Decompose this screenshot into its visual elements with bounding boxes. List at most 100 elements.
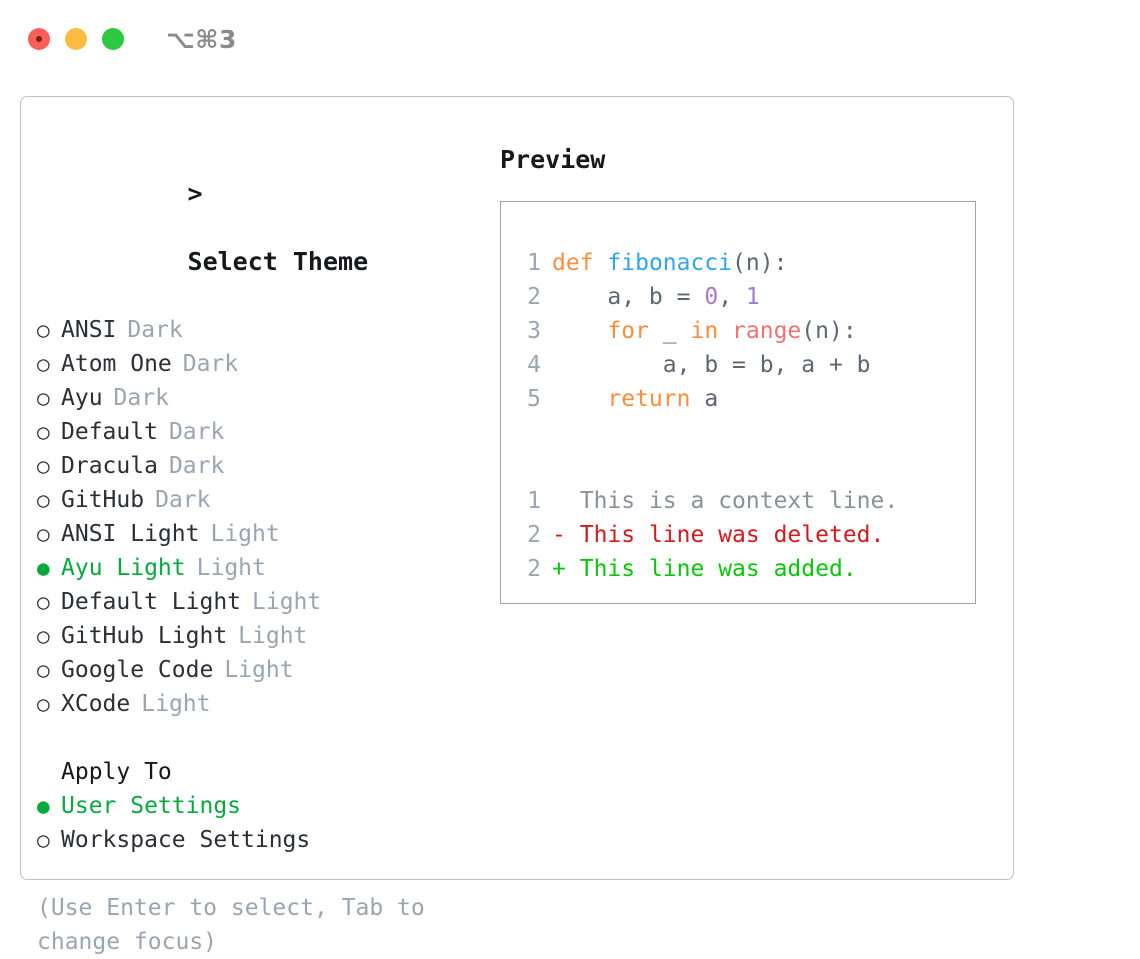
code-line: 5 return a <box>515 382 975 416</box>
radio-unselected-icon: ○ <box>37 318 50 342</box>
radio-unselected-icon: ○ <box>37 658 50 682</box>
theme-option-label: Ayu <box>61 385 103 411</box>
apply-to-option-label: User Settings <box>61 793 242 819</box>
keyboard-shortcut-label: ⌥⌘3 <box>166 24 237 54</box>
maximize-window-button[interactable] <box>102 28 124 50</box>
apply-to-option-workspace-settings[interactable]: ○ Workspace Settings <box>37 823 477 857</box>
line-number: 4 <box>527 352 541 378</box>
radio-unselected-icon: ○ <box>37 828 50 852</box>
theme-option-label: ANSI <box>61 317 117 343</box>
preview-title: Preview <box>500 145 606 174</box>
diff-line: 1 This is a context line. <box>515 484 975 518</box>
code-diff-gap-2 <box>515 450 975 484</box>
theme-variant-tag: Light <box>141 691 211 717</box>
theme-option-label: GitHub Light <box>61 623 228 649</box>
apply-to-heading: Apply To <box>61 759 172 785</box>
theme-variant-tag: Light <box>224 657 294 683</box>
code-token: return <box>607 386 691 412</box>
code-line: 4 a, b = b, a + b <box>515 348 975 382</box>
theme-variant-tag: Light <box>196 555 266 581</box>
theme-option-label: XCode <box>61 691 131 717</box>
code-line: 2 a, b = 0, 1 <box>515 280 975 314</box>
theme-option-google-code[interactable]: ○ Google Code Light <box>37 653 477 687</box>
diff-line-number: 1 <box>527 488 541 514</box>
code-token <box>718 318 732 344</box>
theme-option-atom-one[interactable]: ○ Atom One Dark <box>37 347 477 381</box>
diff-text: This line was deleted. <box>579 522 885 548</box>
title-bar: ⌥⌘3 <box>0 0 1140 78</box>
radio-unselected-icon: ○ <box>37 352 50 376</box>
code-token: , <box>718 284 746 310</box>
code-token: for <box>607 318 649 344</box>
theme-option-label: Default Light <box>61 589 242 615</box>
theme-variant-tag: Dark <box>113 385 169 411</box>
diff-line: 2- This line was deleted. <box>515 518 975 552</box>
line-number: 2 <box>527 284 541 310</box>
select-theme-heading-label: Select Theme <box>187 247 369 276</box>
line-number: 1 <box>527 250 541 276</box>
theme-option-label: Ayu Light <box>61 555 186 581</box>
theme-variant-tag: Dark <box>127 317 183 343</box>
radio-unselected-icon: ○ <box>37 624 50 648</box>
radio-selected-icon: ● <box>37 794 50 818</box>
theme-option-ansi[interactable]: ○ ANSI Dark <box>37 313 477 347</box>
theme-variant-tag: Dark <box>182 351 239 377</box>
preview-panel: Preview 1 def fibonacci(n): 2 a, b = 0, 1 3… <box>500 143 990 604</box>
diff-spacer <box>566 556 580 582</box>
theme-option-label: GitHub <box>61 487 145 513</box>
close-window-button[interactable] <box>28 28 50 50</box>
code-token: def <box>552 250 594 276</box>
theme-option-label: Google Code <box>61 657 214 683</box>
minimize-window-button[interactable] <box>65 28 87 50</box>
code-token: a <box>690 386 719 412</box>
code-token: (n): <box>732 250 788 276</box>
theme-variant-tag: Dark <box>168 453 225 479</box>
code-token: a, b = b, a + b <box>552 352 871 378</box>
code-token: in <box>690 318 719 344</box>
radio-unselected-icon: ○ <box>37 692 50 716</box>
line-number: 3 <box>527 318 541 344</box>
diff-line-number: 2 <box>527 556 541 582</box>
code-token <box>594 250 608 276</box>
code-token: 1 <box>745 284 760 310</box>
diff-spacer <box>566 488 580 514</box>
theme-option-xcode[interactable]: ○ XCode Light <box>37 687 477 721</box>
keyboard-hint-text: (Use Enter to select, Tab to change focu… <box>37 895 439 955</box>
code-token: fibonacci <box>607 250 733 276</box>
apply-to-option-label: Workspace Settings <box>61 827 311 853</box>
apply-to-list: ● User Settings ○ Workspace Settings <box>37 789 477 857</box>
code-line: 1 def fibonacci(n): <box>515 246 975 280</box>
diff-text: This line was added. <box>579 556 857 582</box>
diff-line-number: 2 <box>527 522 541 548</box>
radio-unselected-icon: ○ <box>37 454 50 478</box>
radio-unselected-icon: ○ <box>37 522 50 546</box>
theme-option-label: Default <box>61 419 158 445</box>
radio-unselected-icon: ○ <box>37 420 50 444</box>
diff-spacer <box>566 522 580 548</box>
diff-sample: 1 This is a context line.2- This line wa… <box>515 484 975 586</box>
hint-spacer <box>37 857 477 891</box>
radio-unselected-icon: ○ <box>37 488 50 512</box>
select-theme-heading: > Select Theme <box>37 143 477 313</box>
theme-option-label: Atom One <box>61 351 172 377</box>
code-token: range <box>732 318 802 344</box>
code-token: 0 <box>704 284 719 310</box>
diff-marker: + <box>552 556 566 582</box>
section-spacer <box>37 721 477 755</box>
theme-variant-tag: Light <box>210 521 280 547</box>
apply-to-option-user-settings[interactable]: ● User Settings <box>37 789 477 823</box>
diff-line: 2 + This line was added. <box>515 552 975 586</box>
